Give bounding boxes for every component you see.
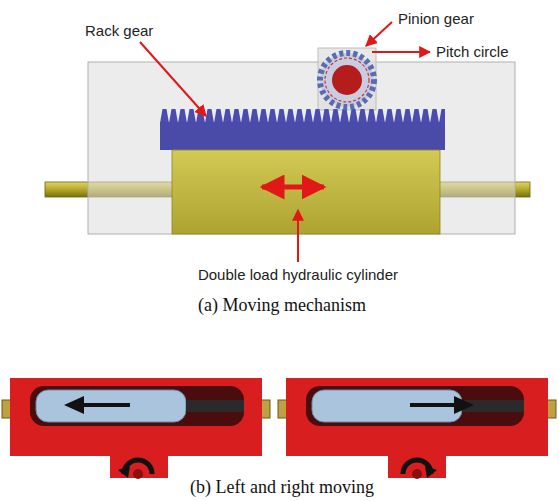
housing	[88, 62, 515, 234]
pinion-housing	[318, 48, 376, 110]
leader-line	[140, 42, 206, 116]
leader-line	[366, 22, 392, 46]
rack-teeth	[160, 108, 445, 123]
part-label: Double load hydraulic cylinder	[198, 266, 398, 284]
motion-arrow	[262, 185, 324, 190]
part-label: Pitch circle	[436, 43, 509, 61]
pinion-hub	[332, 65, 362, 95]
pitch-circle	[325, 58, 369, 102]
part-label: Pinion gear	[398, 10, 474, 28]
leader-line	[297, 210, 299, 262]
left-moving-view	[2, 378, 270, 479]
hydraulic-cylinder	[172, 150, 440, 234]
pinion-gear	[320, 53, 374, 107]
leader-line	[372, 51, 430, 53]
rack-gear	[160, 122, 445, 150]
subfigure-caption: (b) Left and right moving	[190, 478, 374, 496]
right-moving-view	[278, 378, 556, 479]
subfigure-caption: (a) Moving mechanism	[198, 296, 366, 314]
part-label: Rack gear	[85, 22, 153, 40]
